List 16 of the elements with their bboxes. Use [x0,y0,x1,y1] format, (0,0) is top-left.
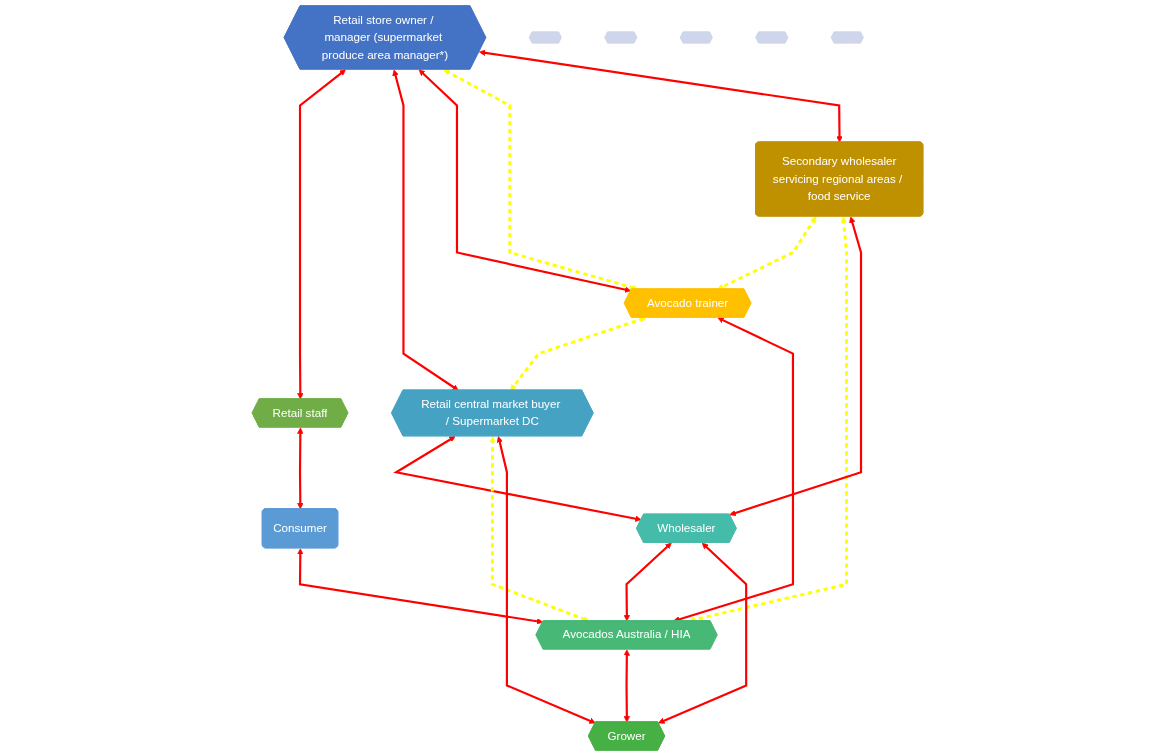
arrow [479,49,843,143]
arrow [443,69,639,291]
arrow [392,69,459,391]
arrow [489,436,590,622]
arrow [729,216,863,517]
arrow [623,542,672,622]
arrow [297,427,304,510]
arrow [496,436,596,724]
arrow [297,548,544,625]
arrow [418,69,632,293]
arrow [623,649,631,723]
arrow [510,316,647,391]
arrow [717,216,817,290]
arrow [297,69,346,400]
arrow [658,542,748,724]
arrow [393,436,642,522]
